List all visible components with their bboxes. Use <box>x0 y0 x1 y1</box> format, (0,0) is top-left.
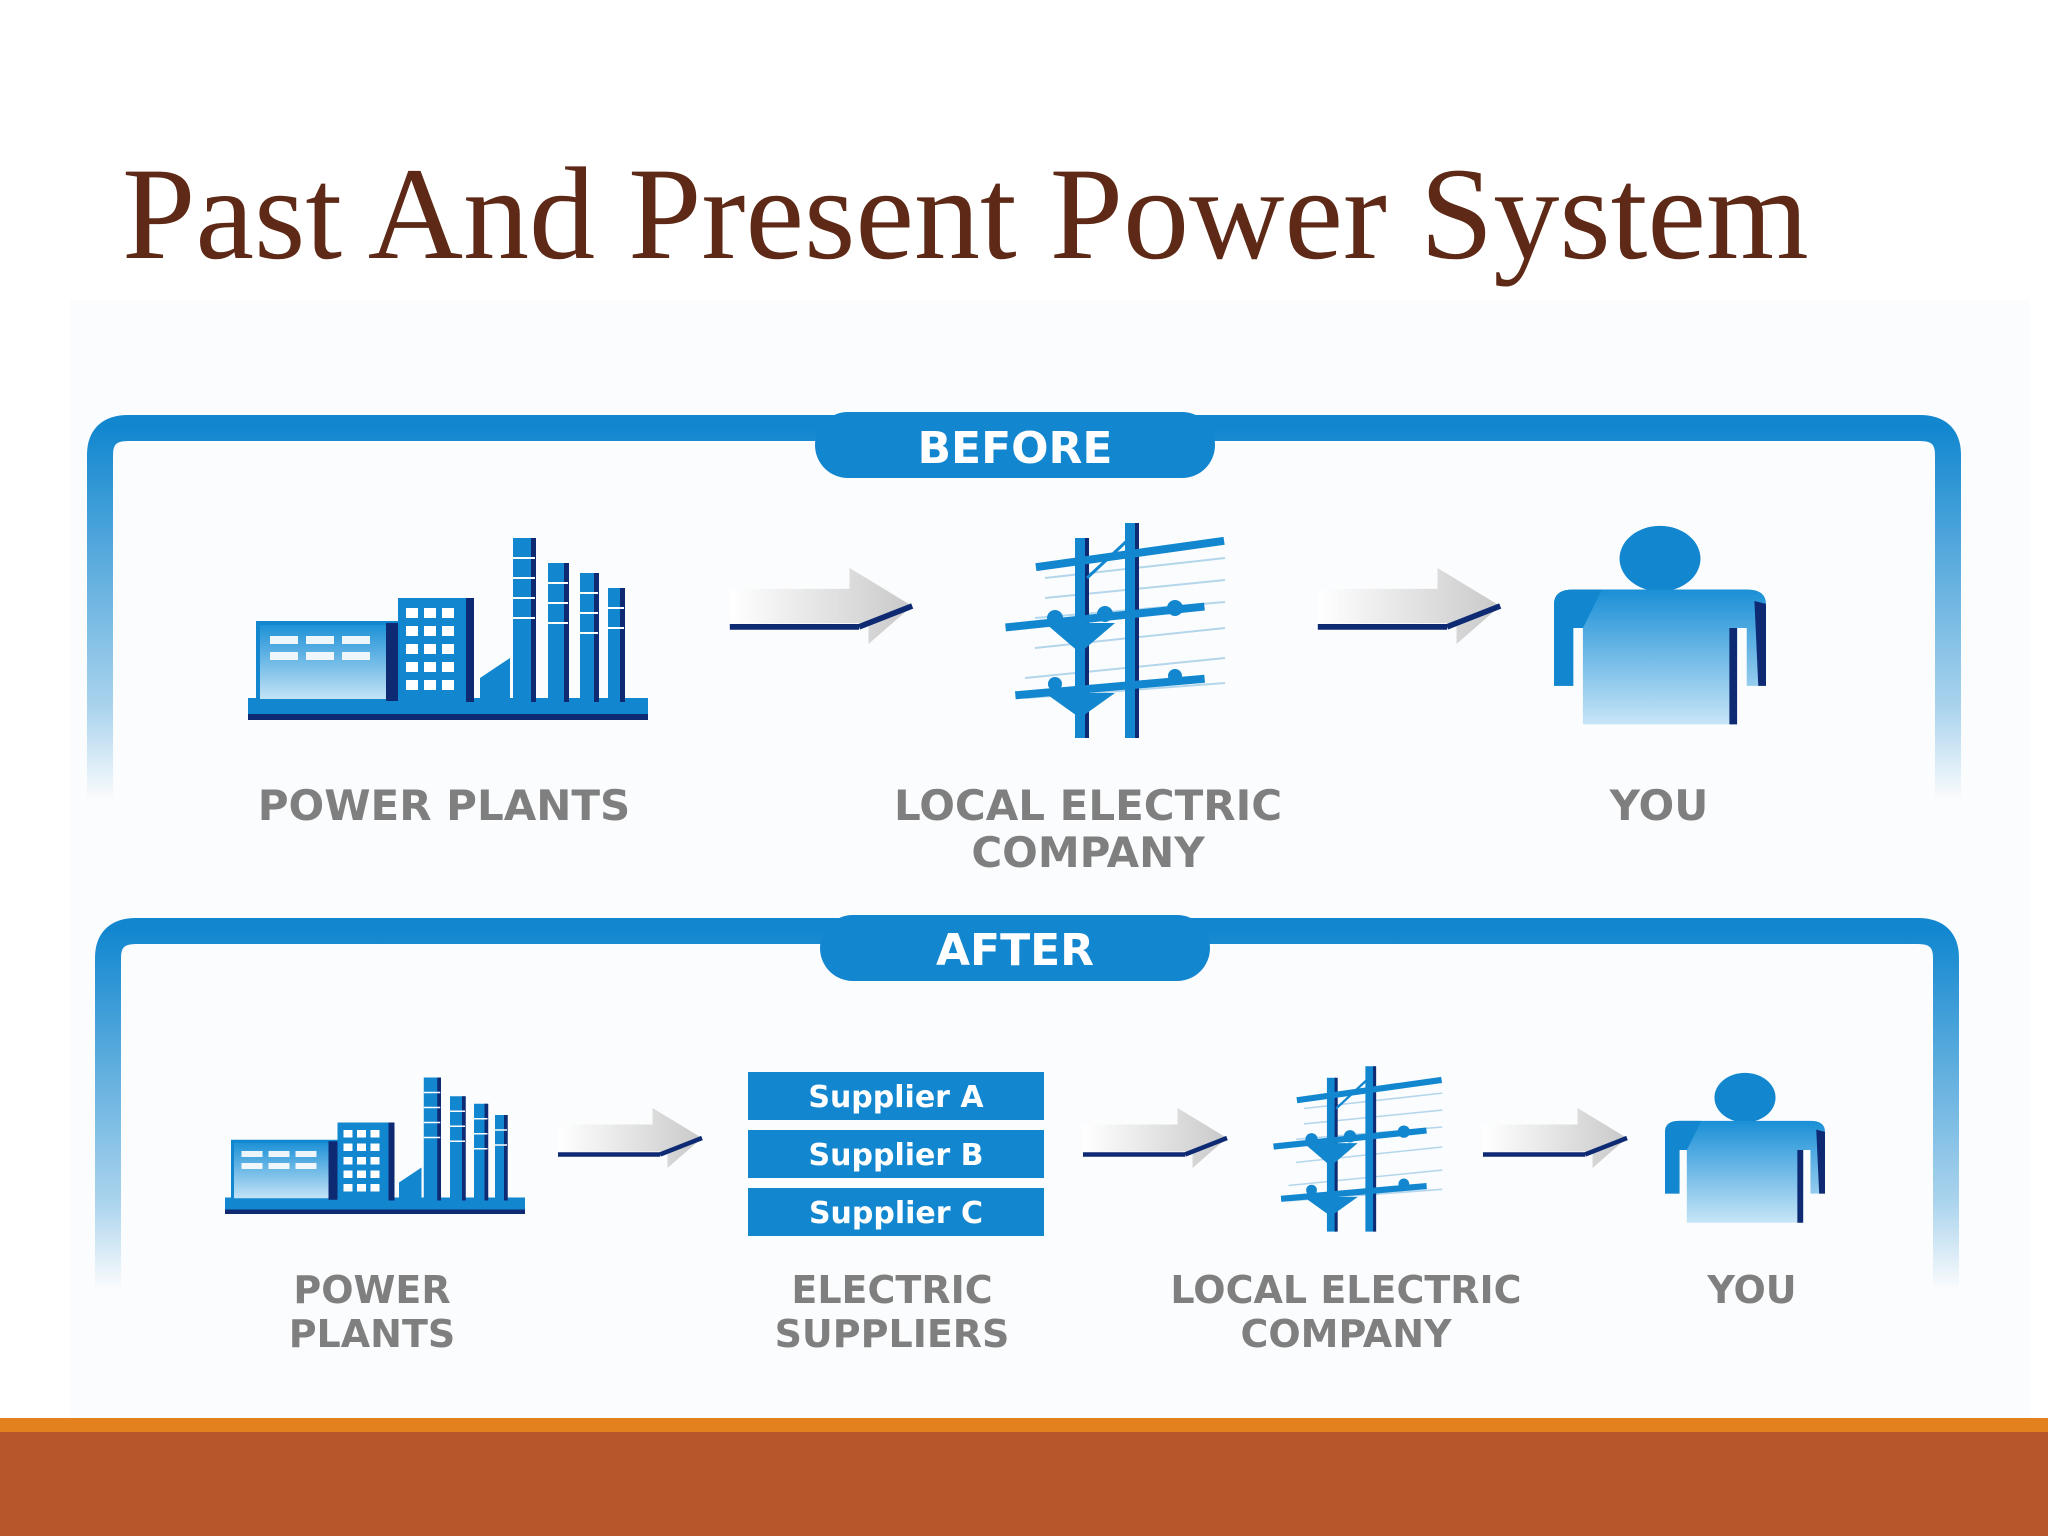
after-pill <box>820 915 1210 981</box>
before-heading: BEFORE <box>918 423 1113 474</box>
before-label-company-line2: COMPANY <box>971 828 1205 877</box>
footer-accent-line <box>0 1418 2048 1432</box>
arrow-right-icon <box>558 1108 702 1168</box>
after-panel: AFTER Supplier A Supplier B Supplier C P… <box>95 915 1959 1356</box>
supplier-b-label: Supplier B <box>809 1138 984 1173</box>
factory-icon <box>225 1076 525 1216</box>
after-label-company-line2: COMPANY <box>1240 1312 1452 1356</box>
supplier-c-label: Supplier C <box>809 1196 983 1231</box>
before-label-power-plants: POWER PLANTS <box>258 781 631 830</box>
after-label-plants-line1: POWER <box>293 1268 450 1312</box>
before-panel: BEFORE POWER PLANTS LOCAL ELECTRIC COMPA… <box>87 412 1961 877</box>
before-label-company-line1: LOCAL ELECTRIC <box>894 781 1282 830</box>
after-label-plants-line2: PLANTS <box>289 1312 456 1356</box>
supplier-c-box <box>748 1188 1044 1236</box>
after-label-company-line1: LOCAL ELECTRIC <box>1170 1268 1521 1312</box>
before-pill <box>815 412 1215 478</box>
factory-icon <box>248 536 648 722</box>
arrow-right-icon <box>1318 568 1500 644</box>
arrow-right-icon <box>1083 1108 1227 1168</box>
supplier-a-label: Supplier A <box>808 1080 984 1115</box>
power-system-diagram: BEFORE POWER PLANTS LOCAL ELECTRIC COMPA… <box>70 300 2030 1420</box>
slide-title: Past And Present Power System <box>122 140 1809 287</box>
arrow-right-icon <box>1483 1108 1627 1168</box>
supplier-b-box <box>748 1130 1044 1178</box>
power-pole-icon <box>1003 521 1227 738</box>
after-label-you: YOU <box>1706 1268 1796 1312</box>
supplier-a-box <box>748 1072 1044 1120</box>
before-label-you: YOU <box>1609 781 1709 830</box>
after-heading: AFTER <box>936 925 1094 976</box>
arrow-right-icon <box>730 568 912 644</box>
supplier-list: Supplier A Supplier B Supplier C <box>748 1072 1044 1236</box>
after-label-suppliers-line2: SUPPLIERS <box>775 1312 1010 1356</box>
person-icon <box>1665 1072 1825 1223</box>
footer-band <box>0 1432 2048 1536</box>
after-label-suppliers-line1: ELECTRIC <box>791 1268 992 1312</box>
person-icon <box>1554 525 1766 725</box>
power-pole-icon <box>1272 1065 1444 1232</box>
